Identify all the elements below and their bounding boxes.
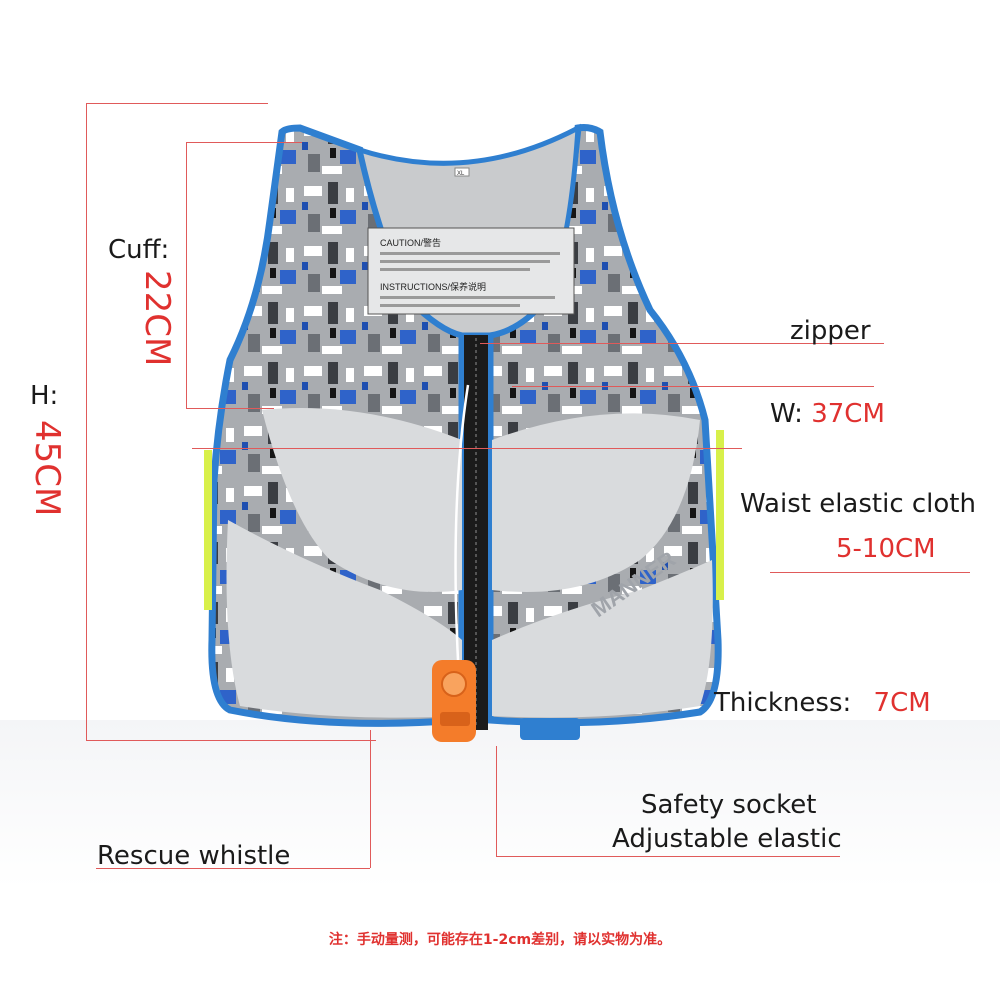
floor-shadow (0, 720, 1000, 1000)
width-value: 37CM (811, 399, 885, 429)
waist-value: 5-10CM (836, 534, 936, 564)
cuff-value: 22CM (137, 270, 177, 367)
size-tag: XL (457, 171, 465, 177)
adjustable-elastic-label: Adjustable elastic (612, 824, 842, 854)
thickness-label: Thickness: 7CM (714, 690, 931, 716)
height-label: H: (30, 381, 59, 411)
thickness-label-text: Thickness: (714, 688, 852, 718)
safety-socket-label: Safety socket (641, 790, 817, 820)
width-label-text: W: (770, 399, 803, 429)
cuff-label: Cuff: (108, 235, 170, 265)
zipper-label: zipper (790, 316, 871, 346)
thickness-value: 7CM (873, 688, 931, 718)
width-label: W: 37CM (770, 401, 885, 427)
instructions-label-title: INSTRUCTIONS/保养说明 (380, 281, 486, 292)
height-value: 45CM (27, 420, 67, 517)
caution-label-title: CAUTION/警告 (380, 237, 441, 248)
whistle-icon (432, 660, 476, 742)
waist-label: Waist elastic cloth (740, 489, 976, 519)
rescue-whistle-label: Rescue whistle (97, 841, 291, 871)
measurement-note: 注：手动量测，可能存在1-2cm差别，请以实物为准。 (328, 932, 672, 948)
